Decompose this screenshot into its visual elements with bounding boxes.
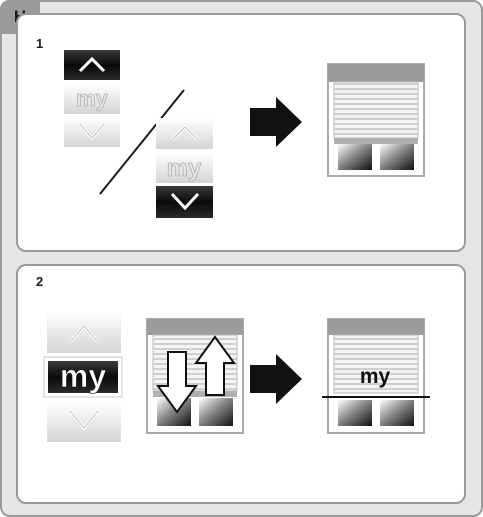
arrow-down-icon [156, 351, 198, 414]
arrow-up-icon [194, 335, 236, 396]
shutter-window-closed [327, 63, 425, 177]
or-divider-line [99, 89, 185, 195]
remote-c-up-button [47, 311, 121, 353]
remote-b: my [156, 118, 213, 218]
remote-c-my-button [48, 361, 118, 393]
remote-c-my-label: my [60, 358, 106, 394]
remote-b-up-button [156, 118, 213, 149]
remote-c: my [43, 311, 123, 442]
remote-b-down-button [156, 186, 213, 218]
remote-a-my-label: my [76, 86, 109, 111]
step-2-number: 2 [36, 274, 44, 289]
chevron-up-icon [78, 56, 106, 73]
window-pane [380, 400, 414, 426]
right-arrow-icon [250, 354, 302, 404]
window-pane [380, 144, 414, 170]
window-pane [338, 144, 372, 170]
remote-b-my-label: my [167, 155, 202, 182]
window-pane [199, 398, 233, 426]
remote-a-my-button [64, 84, 120, 114]
my-position-label: my [360, 365, 391, 388]
chevron-down-icon [170, 192, 200, 211]
chevron-down-outline-icon [69, 410, 99, 429]
shutter-box [328, 64, 424, 82]
shutter-box [147, 319, 243, 335]
remote-a-up-button [64, 50, 120, 80]
shutter-slats [333, 81, 419, 139]
remote-c-down-button [47, 402, 121, 442]
shutter-window-my: my [322, 318, 430, 434]
window-pane [338, 400, 372, 426]
chevron-up-outline-icon [171, 126, 199, 141]
step-1-number: 1 [36, 36, 44, 51]
shutter-box [328, 319, 424, 335]
shutter-slats [333, 334, 419, 394]
chevron-down-outline-icon [79, 123, 105, 139]
remote-a: my [64, 50, 120, 147]
remote-a-down-button [64, 117, 120, 147]
chevron-up-outline-icon [69, 325, 99, 343]
shutter-window-moving [146, 318, 244, 434]
remote-b-my-button [156, 152, 213, 183]
right-arrow-icon [250, 97, 302, 147]
